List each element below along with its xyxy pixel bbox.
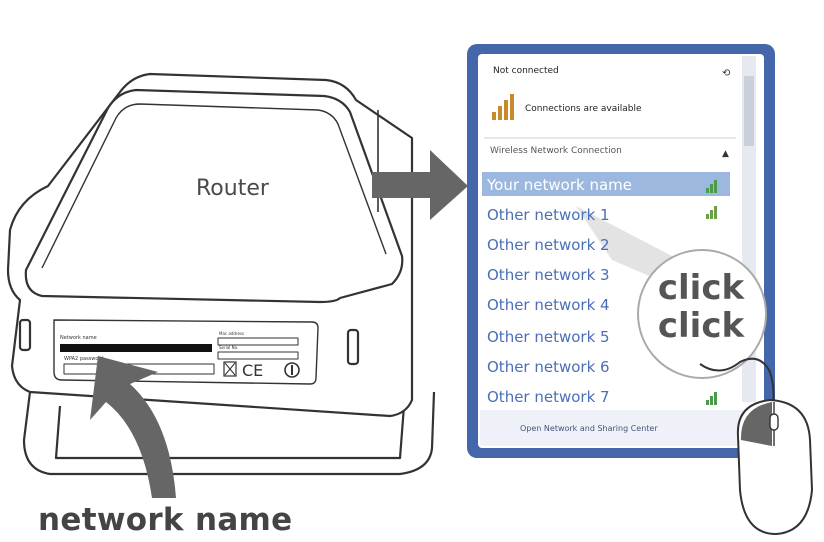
signal-icon-net1 bbox=[706, 180, 717, 193]
sticker-serial-label: Serial No. bbox=[219, 345, 238, 350]
network-item-your-network[interactable]: Your network name bbox=[487, 176, 633, 194]
click-text-1: click bbox=[657, 268, 745, 308]
router-side-slot-left bbox=[18, 318, 32, 352]
click-text-2: click bbox=[657, 306, 745, 346]
network-sharing-center-link[interactable]: Open Network and Sharing Center bbox=[520, 424, 658, 433]
router-lid-inner bbox=[41, 103, 387, 269]
signal-icon-net8 bbox=[706, 392, 717, 405]
network-item-other-3[interactable]: Other network 3 bbox=[487, 266, 610, 284]
click-callout-circle bbox=[637, 249, 767, 379]
mac-field bbox=[217, 337, 299, 346]
panel-footer-bar bbox=[480, 410, 762, 446]
selected-row-highlight[interactable] bbox=[482, 172, 730, 196]
mouse-left-button bbox=[740, 402, 772, 446]
mouse-cable bbox=[699, 357, 775, 411]
sticker-mac-label: Mac address bbox=[219, 331, 244, 336]
mouse-icon bbox=[736, 398, 814, 536]
network-item-other-5[interactable]: Other network 5 bbox=[487, 328, 610, 346]
connection-status: Not connected bbox=[493, 66, 559, 76]
sticker-network-label: Network name bbox=[60, 335, 97, 341]
network-name-field bbox=[60, 344, 212, 352]
certification-marks: CE bbox=[223, 361, 300, 380]
router-label: Router bbox=[196, 176, 269, 201]
signal-icon-net2 bbox=[706, 206, 717, 219]
network-item-other-2[interactable]: Other network 2 bbox=[487, 236, 610, 254]
network-item-other-7[interactable]: Other network 7 bbox=[487, 388, 610, 406]
sticker-password-label: WPA2 password bbox=[64, 356, 104, 362]
serial-field bbox=[217, 351, 299, 360]
connections-available-text: Connections are available bbox=[525, 104, 642, 114]
collapse-icon[interactable]: ▲ bbox=[722, 149, 729, 159]
weee-icon-slash-2 bbox=[224, 362, 236, 376]
network-item-other-4[interactable]: Other network 4 bbox=[487, 296, 610, 314]
panel-scrollbar-thumb[interactable] bbox=[744, 76, 754, 146]
router-side-slot-right bbox=[346, 328, 360, 366]
wireless-section-title: Wireless Network Connection bbox=[490, 146, 622, 156]
refresh-icon[interactable]: ⟲ bbox=[722, 68, 731, 79]
ce-mark: CE bbox=[242, 361, 263, 380]
router-illustration bbox=[6, 72, 436, 476]
network-item-other-6[interactable]: Other network 6 bbox=[487, 358, 610, 376]
signal-icon-avail bbox=[492, 94, 514, 120]
curved-arrow bbox=[90, 356, 176, 498]
mouse-wheel bbox=[769, 413, 779, 431]
right-arrow bbox=[372, 150, 468, 220]
network-item-other-1[interactable]: Other network 1 bbox=[487, 206, 610, 224]
router-lid bbox=[24, 88, 404, 304]
network-name-caption: network name bbox=[38, 502, 293, 538]
